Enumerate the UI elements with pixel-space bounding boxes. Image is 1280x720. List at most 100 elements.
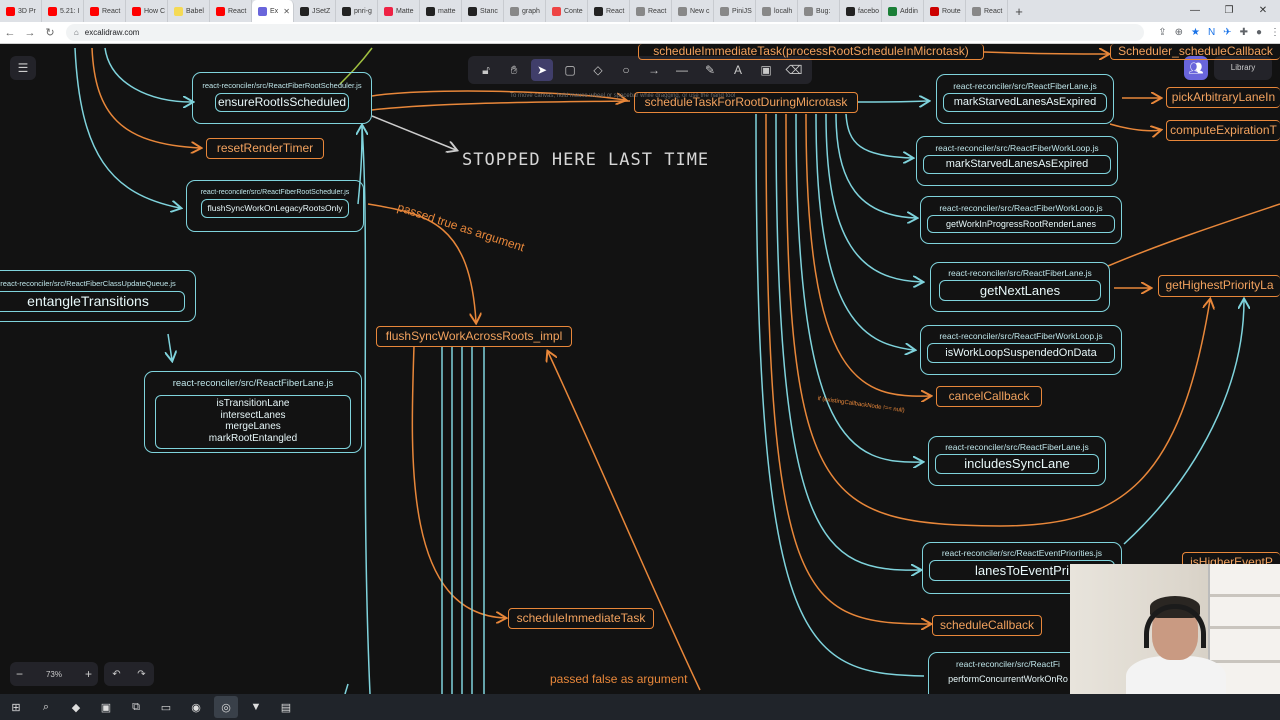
- schedule-immediate-task[interactable]: scheduleImmediateTask: [508, 608, 654, 629]
- passed-false-label[interactable]: passed false as argument: [550, 672, 688, 686]
- browser-tab[interactable]: graph: [504, 0, 546, 22]
- draw-tool[interactable]: ✎: [704, 63, 716, 77]
- browser-tab[interactable]: Ex ✕: [252, 0, 294, 22]
- browser-tab[interactable]: Addin: [882, 0, 924, 22]
- browser-tab[interactable]: How C: [126, 0, 168, 22]
- flush-sync-work-across-roots[interactable]: flushSyncWorkAcrossRoots_impl: [376, 326, 572, 347]
- folder-icon[interactable]: ▭: [160, 701, 172, 714]
- browser-tab[interactable]: Matte: [378, 0, 420, 22]
- reload-icon[interactable]: ↻: [45, 27, 55, 39]
- new-tab-button[interactable]: +: [1015, 3, 1023, 19]
- browser-tab[interactable]: facebo: [840, 0, 882, 22]
- browser-tab[interactable]: pnri-g: [336, 0, 378, 22]
- browser-tab[interactable]: Bug:: [798, 0, 840, 22]
- browser-tab[interactable]: Route: [924, 0, 966, 22]
- node-ensure-root-is-scheduled[interactable]: react-reconciler/src/ReactFiberRootSched…: [192, 72, 372, 124]
- schedule-immediate-task-top[interactable]: scheduleImmediateTask(processRootSchedul…: [638, 44, 984, 60]
- node-get-wip-root-render-lanes[interactable]: react-reconciler/src/ReactFiberWorkLoop.…: [920, 196, 1122, 244]
- zoom-out-button[interactable]: −: [16, 667, 24, 681]
- node-mark-starved-lane[interactable]: react-reconciler/src/ReactFiberLane.js m…: [936, 74, 1114, 124]
- node-mark-starved-workloop[interactable]: react-reconciler/src/ReactFiberWorkLoop.…: [916, 136, 1118, 186]
- windows-start-icon[interactable]: ⊞: [11, 701, 21, 714]
- undo-button[interactable]: ↶: [112, 668, 121, 680]
- node-includes-sync-lane[interactable]: react-reconciler/src/ReactFiberLane.js i…: [928, 436, 1106, 486]
- browser-tab[interactable]: React: [84, 0, 126, 22]
- image-tool[interactable]: ▣: [760, 63, 772, 77]
- schedule-callback[interactable]: scheduleCallback: [932, 615, 1042, 636]
- forward-icon[interactable]: →: [24, 26, 36, 39]
- site-info-icon[interactable]: ⌂: [73, 28, 79, 37]
- chrome-icon[interactable]: ◎: [214, 696, 238, 718]
- cancel-callback[interactable]: cancelCallback: [936, 386, 1042, 407]
- node-flush-sync-legacy[interactable]: react-reconciler/src/ReactFiberRootSched…: [186, 180, 364, 232]
- minimize-button[interactable]: —: [1190, 5, 1200, 16]
- share-icon[interactable]: ⇪: [1158, 27, 1167, 38]
- collaborate-button[interactable]: 👥︎: [1184, 56, 1208, 80]
- close-window-button[interactable]: ✕: [1258, 5, 1268, 16]
- back-icon[interactable]: ←: [4, 26, 16, 39]
- tab-label: Ex: [270, 7, 279, 15]
- ellipse-tool[interactable]: ○: [622, 63, 630, 77]
- browser-tab[interactable]: localh: [756, 0, 798, 22]
- browser-tab[interactable]: New c: [672, 0, 714, 22]
- zoom-in-button[interactable]: +: [84, 667, 92, 681]
- search-icon[interactable]: ⌕: [42, 700, 50, 713]
- node-lanes-to-event-priority[interactable]: react-reconciler/src/ReactEventPrioritie…: [922, 542, 1122, 594]
- notepad-icon[interactable]: ▤: [280, 701, 292, 714]
- get-highest-priority[interactable]: getHighestPriorityLa: [1158, 275, 1280, 297]
- zoom-level[interactable]: 73%: [45, 669, 62, 679]
- reset-render-timer[interactable]: resetRenderTimer: [206, 138, 324, 159]
- node-fiber-lane-group[interactable]: react-reconciler/src/ReactFiberLane.js i…: [144, 371, 362, 453]
- eraser-tool[interactable]: ⌫: [785, 63, 803, 77]
- browser-tab[interactable]: Conte: [546, 0, 588, 22]
- pycharm-icon[interactable]: ▣: [100, 701, 112, 714]
- scheduler-schedule-callback[interactable]: Scheduler_scheduleCallback: [1110, 44, 1280, 60]
- node-entangle-transitions[interactable]: react-reconciler/src/ReactFiberClassUpda…: [0, 270, 196, 322]
- compute-expiration[interactable]: computeExpirationT: [1166, 120, 1280, 141]
- redo-button[interactable]: ↷: [137, 668, 146, 680]
- chrome-menu-icon[interactable]: ⋮: [1270, 27, 1280, 38]
- browser-tab[interactable]: React: [210, 0, 252, 22]
- browser-tab[interactable]: 5.21: I: [42, 0, 84, 22]
- app-icon-1[interactable]: ◆: [71, 701, 81, 714]
- library-button[interactable]: Library: [1214, 56, 1272, 80]
- browser-tab[interactable]: React: [630, 0, 672, 22]
- node-is-work-loop-suspended[interactable]: react-reconciler/src/ReactFiberWorkLoop.…: [920, 325, 1122, 375]
- firefox-icon[interactable]: ◉: [191, 701, 201, 714]
- node-perform-concurrent-work[interactable]: react-reconciler/src/ReactFi performConc…: [928, 652, 1088, 694]
- close-tab-icon[interactable]: ✕: [283, 6, 290, 16]
- browser-tab[interactable]: Stanc: [462, 0, 504, 22]
- browser-tab[interactable]: PiniJS: [714, 0, 756, 22]
- browser-tab[interactable]: matte: [420, 0, 462, 22]
- browser-tab[interactable]: 3D Pr: [0, 0, 42, 22]
- schedule-task-for-root[interactable]: scheduleTaskForRootDuringMicrotask: [634, 92, 858, 113]
- arrow-tool[interactable]: →: [648, 63, 660, 77]
- main-menu-button[interactable]: ☰: [10, 56, 36, 80]
- node-get-next-lanes[interactable]: react-reconciler/src/ReactFiberLane.js g…: [930, 262, 1110, 312]
- url-field[interactable]: ⌂ excalidraw.com: [65, 24, 1145, 41]
- text-tool[interactable]: A: [733, 63, 742, 77]
- extension-icon[interactable]: ✈: [1223, 27, 1232, 38]
- selection-tool[interactable]: ➤: [531, 59, 553, 81]
- hand-tool[interactable]: ✋︎: [510, 63, 518, 77]
- brave-icon[interactable]: ▼: [250, 701, 262, 713]
- browser-tab[interactable]: JSetZ: [294, 0, 336, 22]
- maximize-button[interactable]: ❐: [1224, 5, 1234, 16]
- browser-tab[interactable]: Babel: [168, 0, 210, 22]
- pick-arbitrary-lane[interactable]: pickArbitraryLaneIn: [1166, 87, 1280, 108]
- browser-tab[interactable]: React: [588, 0, 630, 22]
- lock-tool[interactable]: 🔓︎: [482, 63, 490, 77]
- excalidraw-canvas[interactable]: ☰ 🔓︎✋︎➤▢◇○→—✎A▣⌫ To move canvas, hold mo…: [0, 44, 1280, 694]
- vscode-icon[interactable]: ⧉: [132, 700, 140, 713]
- extension-n-icon[interactable]: N: [1207, 27, 1216, 38]
- rectangle-tool[interactable]: ▢: [564, 63, 576, 77]
- diamond-tool[interactable]: ◇: [593, 63, 603, 77]
- browser-tab[interactable]: React: [966, 0, 1008, 22]
- stopped-here-note[interactable]: STOPPED HERE LAST TIME: [462, 150, 710, 170]
- puzzle-icon[interactable]: ✚: [1239, 27, 1248, 38]
- profile-icon[interactable]: ●: [1255, 27, 1262, 38]
- line-tool[interactable]: —: [676, 63, 688, 77]
- bookmark-star-icon[interactable]: ★: [1190, 27, 1200, 38]
- zoom-icon[interactable]: ⊕: [1174, 27, 1183, 38]
